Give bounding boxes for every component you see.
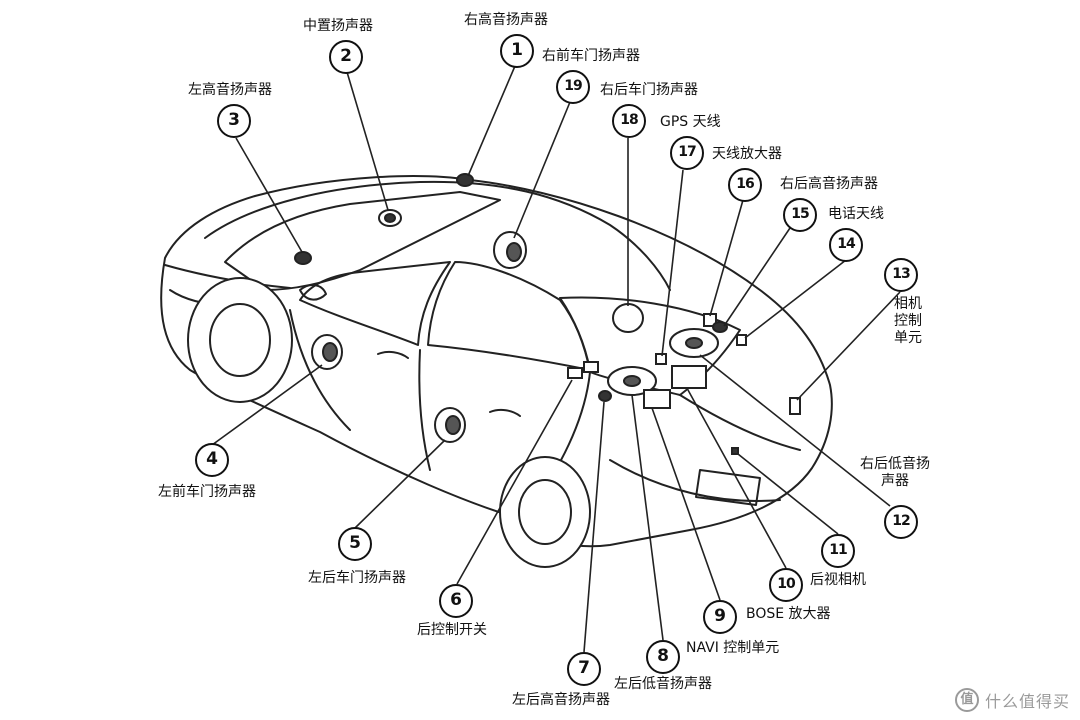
leader-9 [651,407,721,601]
leader-1 [467,65,516,177]
label-3: 左高音扬声器 [188,82,272,98]
subwoofer-left-inner [623,375,641,387]
license-plate [695,469,761,506]
phone-antenna [736,334,747,346]
leader-7 [583,401,605,653]
leader-16 [709,199,744,317]
label-6: 后控制开关 [417,622,487,638]
speaker-rf-door-inner [506,242,522,262]
callout-17: 17 [670,136,704,170]
callout-9: 9 [703,600,737,634]
navi-unit [643,389,671,409]
callout-13: 13 [884,258,918,292]
speaker-right-tweeter [456,173,474,187]
callout-16: 16 [728,168,762,202]
watermark: 值 什么值得买 [954,688,1070,712]
label-14: 电话天线 [828,206,884,222]
speaker-center-inner [384,213,396,223]
callout-8: 8 [646,640,680,674]
speaker-rr-tweeter [712,321,728,333]
label-11: NAVI 控制单元 [686,640,780,656]
leader-13 [796,291,901,401]
leader-3 [235,137,303,253]
speaker-lr-door-inner [445,415,461,435]
label-19: 右前车门扬声器 [542,48,640,64]
label-2: 中置扬声器 [303,18,373,34]
callout-3: 3 [217,104,251,138]
label-8: 左后低音扬声器 [614,676,712,692]
callout-15: 15 [783,198,817,232]
b-pillar-line [418,349,431,471]
watermark-logo-icon: 值 [954,688,979,712]
speaker-lf-door-inner [322,342,338,362]
gps-antenna [655,353,667,365]
hood [164,264,291,289]
callout-7: 7 [567,652,601,686]
callout-10: 10 [769,568,803,602]
leader-10 [687,389,787,569]
label-5: 左后车门扬声器 [308,570,406,586]
label-1: 右高音扬声器 [464,12,548,28]
callout-4: 4 [195,443,229,477]
label-17: GPS 天线 [660,114,721,130]
speaker-left-tweeter [294,251,312,265]
front-wheel-hub [209,303,271,377]
leader-2 [346,71,389,211]
callout-18: 18 [612,104,646,138]
leader-15 [723,227,791,327]
rear-control-switch-2 [583,361,599,373]
side-mirror [299,284,327,301]
speaker-lr-tweeter [598,390,612,402]
leader-11 [737,453,839,535]
front-handle [377,350,409,359]
callout-19: 19 [556,70,590,104]
leader-17 [661,169,684,357]
callout-5: 5 [338,527,372,561]
watermark-text: 什么值得买 [984,692,1070,711]
callout-6: 6 [439,584,473,618]
label-9: BOSE 放大器 [746,606,831,622]
label-10: 后视相机 [810,572,866,588]
callout-12: 12 [884,505,918,539]
bose-amplifier [671,365,707,389]
label-15: 右后高音扬声器 [780,176,878,192]
car-roof [204,180,671,291]
camera-control [789,397,801,415]
rear-window [559,296,741,396]
rear-handle [489,408,521,417]
leader-12 [699,354,891,507]
car-body [160,175,833,548]
leader-8 [631,394,664,641]
rear-control-switch [567,367,583,379]
label-16: 天线放大器 [712,146,782,162]
front-door-line [289,309,351,431]
rear-side-window [427,261,591,371]
rear-bumper [609,459,781,502]
callout-2: 2 [329,40,363,74]
label-13: 相机控制单元 [894,296,922,346]
label-12: 右后低音扬声器 [860,456,930,489]
rear-wheel-hub [518,479,572,545]
speaker-rr-door [612,303,644,333]
callout-14: 14 [829,228,863,262]
trunk-lid [679,394,801,451]
label-18: 右后车门扬声器 [600,82,698,98]
leader-4 [211,364,323,446]
callout-11: 11 [821,534,855,568]
front-side-window [299,261,451,346]
leader-6 [456,379,573,585]
callout-1: 1 [500,34,534,68]
label-7: 左后高音扬声器 [512,692,610,708]
leader-5 [354,439,446,529]
leader-14 [744,259,847,339]
leader-19 [513,101,571,239]
rear-camera [731,447,739,455]
label-4: 左前车门扬声器 [158,484,256,500]
subwoofer-right-inner [685,337,703,349]
